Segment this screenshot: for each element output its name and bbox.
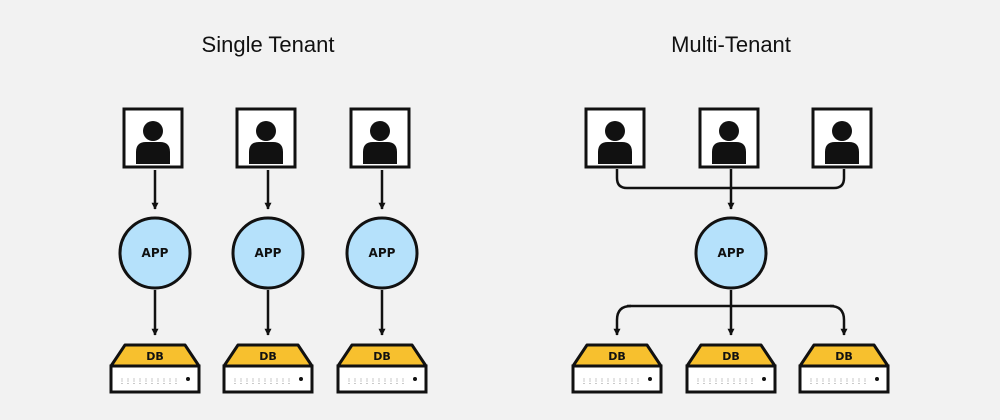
app-label: APP (718, 246, 745, 260)
user-icon (122, 107, 184, 169)
user-icon (235, 107, 297, 169)
app-label: APP (369, 246, 396, 260)
svg-text:⋮⋮⋮⋮⋮⋮⋮⋮⋮⋮: ⋮⋮⋮⋮⋮⋮⋮⋮⋮⋮ (808, 378, 868, 385)
db-label: DB (373, 350, 391, 363)
app-node: APP (345, 216, 419, 290)
user-icon (698, 107, 760, 169)
single-tenant-stack: APP ⋮⋮⋮⋮⋮⋮⋮⋮⋮⋮ DB (336, 107, 428, 394)
svg-text:⋮⋮⋮⋮⋮⋮⋮⋮⋮⋮: ⋮⋮⋮⋮⋮⋮⋮⋮⋮⋮ (581, 378, 641, 385)
app-label: APP (142, 246, 169, 260)
svg-text:⋮⋮⋮⋮⋮⋮⋮⋮⋮⋮: ⋮⋮⋮⋮⋮⋮⋮⋮⋮⋮ (695, 378, 755, 385)
multi-tenant-section: Multi-Tenant APP ⋮⋮⋮⋮⋮⋮⋮ (571, 32, 890, 394)
svg-text:⋮⋮⋮⋮⋮⋮⋮⋮⋮⋮: ⋮⋮⋮⋮⋮⋮⋮⋮⋮⋮ (346, 378, 406, 385)
svg-text:⋮⋮⋮⋮⋮⋮⋮⋮⋮⋮: ⋮⋮⋮⋮⋮⋮⋮⋮⋮⋮ (119, 378, 179, 385)
arrow-app-to-db-left (613, 304, 632, 336)
database-server-icon: ⋮⋮⋮⋮⋮⋮⋮⋮⋮⋮ DB (222, 343, 314, 394)
app-node: APP (694, 216, 768, 290)
db-label: DB (608, 350, 626, 363)
db-label: DB (259, 350, 277, 363)
single-tenant-title: Single Tenant (202, 32, 335, 57)
app-node: APP (231, 216, 305, 290)
user-icon (584, 107, 646, 169)
database-server-icon: ⋮⋮⋮⋮⋮⋮⋮⋮⋮⋮ DB (798, 343, 890, 394)
single-tenant-section: Single Tenant APP ⋮⋮⋮⋮⋮⋮⋮⋮⋮⋮ DB (109, 32, 428, 394)
multi-tenant-title: Multi-Tenant (671, 32, 791, 57)
db-label: DB (146, 350, 164, 363)
db-label: DB (722, 350, 740, 363)
app-node: APP (118, 216, 192, 290)
db-label: DB (835, 350, 853, 363)
app-label: APP (255, 246, 282, 260)
arrow-app-to-db-right (829, 304, 848, 336)
database-server-icon: ⋮⋮⋮⋮⋮⋮⋮⋮⋮⋮ DB (336, 343, 428, 394)
single-tenant-stack: APP ⋮⋮⋮⋮⋮⋮⋮⋮⋮⋮ DB (222, 107, 314, 394)
database-server-icon: ⋮⋮⋮⋮⋮⋮⋮⋮⋮⋮ DB (571, 343, 663, 394)
database-server-icon: ⋮⋮⋮⋮⋮⋮⋮⋮⋮⋮ DB (685, 343, 777, 394)
user-icon (349, 107, 411, 169)
single-tenant-stack: APP ⋮⋮⋮⋮⋮⋮⋮⋮⋮⋮ DB (109, 107, 201, 394)
database-server-icon: ⋮⋮⋮⋮⋮⋮⋮⋮⋮⋮ DB (109, 343, 201, 394)
user-icon (811, 107, 873, 169)
svg-text:⋮⋮⋮⋮⋮⋮⋮⋮⋮⋮: ⋮⋮⋮⋮⋮⋮⋮⋮⋮⋮ (232, 378, 292, 385)
